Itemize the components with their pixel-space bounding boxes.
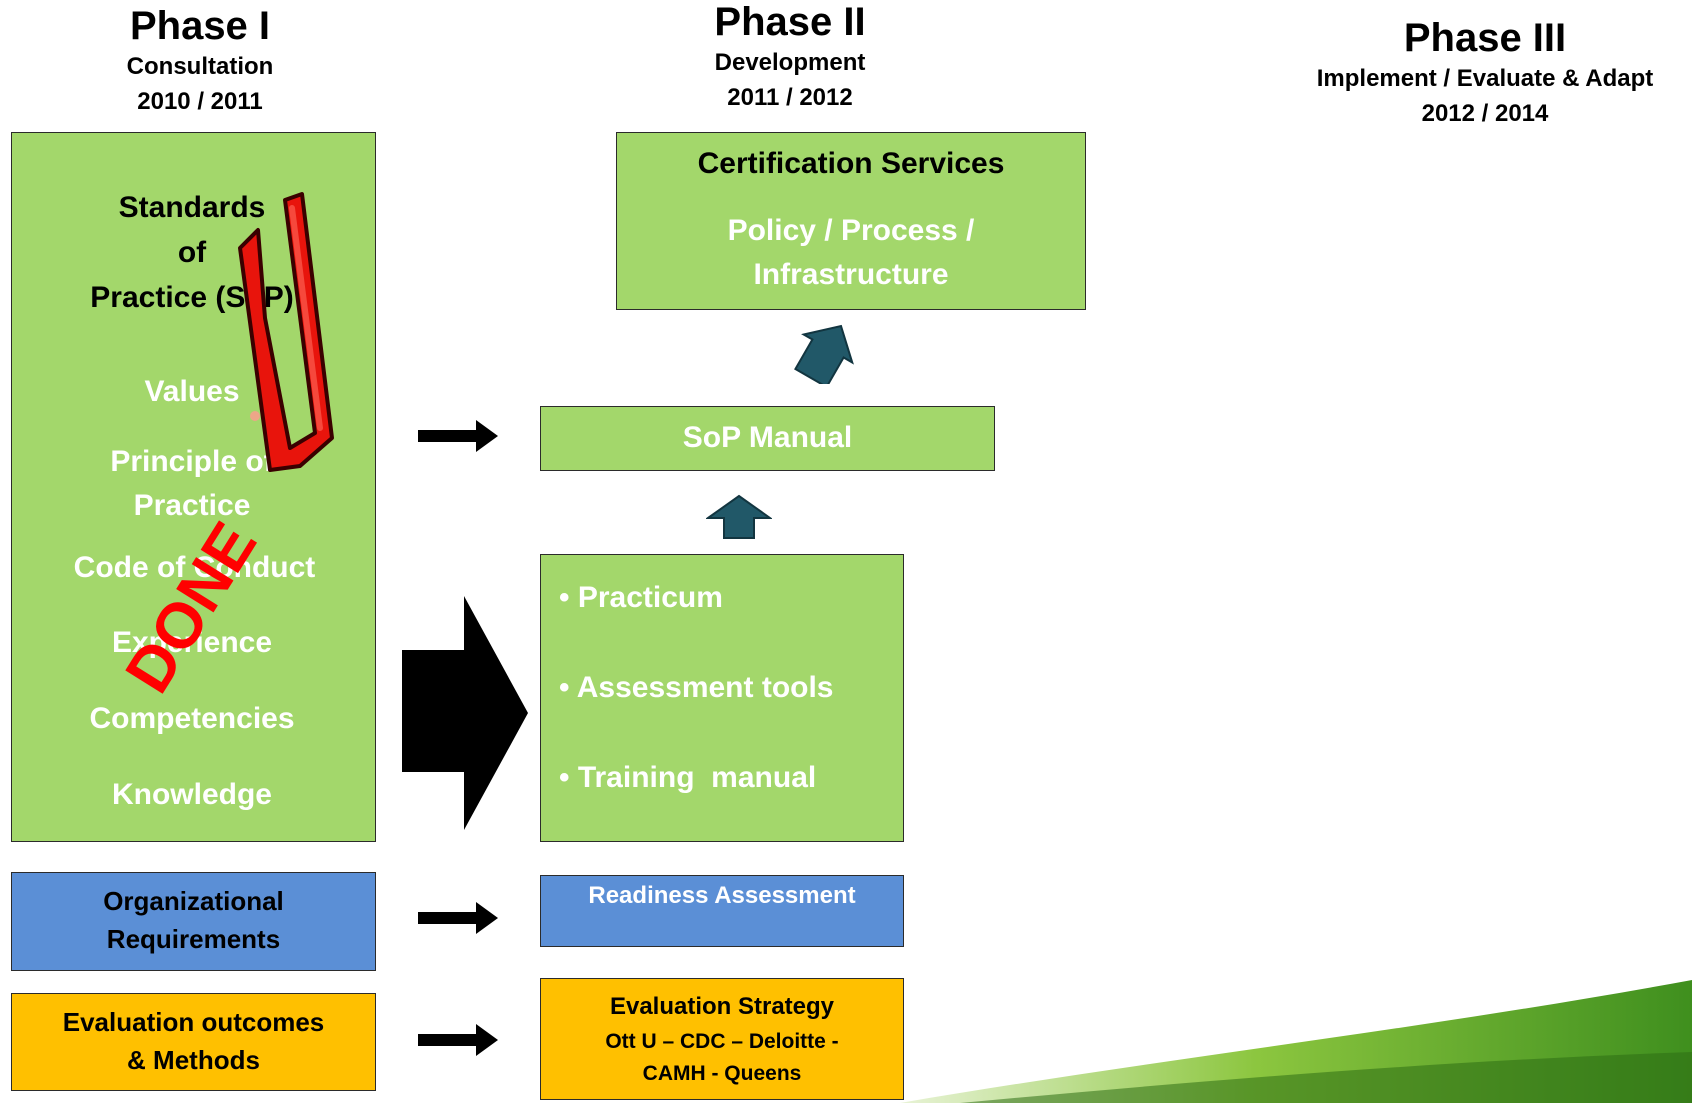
arrow-right-icon-evaluation [418,1024,498,1056]
development-item-training-manual: • Training manual [559,761,817,794]
arrow-up-icon-sop-manual [706,494,772,539]
certification-line-2: Infrastructure [753,258,949,291]
phase-2-subtitle: Development [714,49,866,76]
evaluation-strategy-box: Evaluation Strategy Ott U – CDC – Deloit… [540,978,904,1100]
sop-item-values: Values [144,375,240,408]
arrow-up-icon-certification [794,324,854,384]
eval-outcomes-line-2: & Methods [127,1045,260,1075]
development-items-box: • Practicum • Assessment tools • Trainin… [540,554,904,842]
readiness-assessment-label: Readiness Assessment [588,882,856,909]
done-stamp-text: DONE [111,510,270,705]
phase-1-years: 2010 / 2011 [137,88,263,115]
org-requirements-box: Organizational Requirements [11,872,376,971]
sop-title-line-2: of [177,236,207,269]
phase-3-subtitle: Implement / Evaluate & Adapt [1316,65,1654,92]
phase-1-header: Phase I Consultation 2010 / 2011 [80,4,320,119]
sop-item-experience: Experience [111,626,273,659]
checkmark-icon [238,192,334,472]
sop-item-code-of-conduct: Code of Conduct [73,551,316,584]
org-requirements-line-1: Organizational [103,886,284,916]
phase-2-years: 2011 / 2012 [727,84,853,111]
sop-manual-box: SoP Manual [540,406,995,471]
sop-manual-label: SoP Manual [682,421,853,454]
readiness-assessment-box: Readiness Assessment [540,875,904,947]
phase-3-title: Phase III [1403,16,1567,60]
certification-line-1: Policy / Process / [727,214,975,247]
arrow-right-icon-readiness [418,902,498,934]
org-requirements-line-2: Requirements [106,924,281,954]
sop-item-knowledge: Knowledge [111,778,272,811]
done-stamp: DONE [111,510,270,705]
sop-item-principle: Principle of [110,445,274,478]
phase-3-header: Phase III Implement / Evaluate & Adapt 2… [1290,16,1680,131]
development-item-assessment-tools: • Assessment tools [559,671,834,704]
development-item-practicum: • Practicum [559,581,723,614]
phase-1-subtitle: Consultation [126,53,274,80]
sop-title-line-1: Standards [118,191,266,224]
evaluation-strategy-title: Evaluation Strategy [609,993,835,1020]
arrow-right-icon-sop [418,420,498,452]
phase-2-header: Phase II Development 2011 / 2012 [640,0,940,115]
evaluation-strategy-line-2: CAMH - Queens [642,1062,802,1085]
sop-item-competencies: Competencies [89,702,295,735]
big-arrow-right-icon [402,596,528,830]
phase-3-years: 2012 / 2014 [1421,100,1549,127]
phase-1-title: Phase I [129,4,271,48]
sop-item-practice: Practice [133,489,251,522]
certification-title: Certification Services [697,147,1005,180]
decorative-swoosh [900,980,1692,1103]
eval-outcomes-box: Evaluation outcomes & Methods [11,993,376,1091]
certification-services-box: Certification Services Policy / Process … [616,132,1086,310]
evaluation-strategy-line-1: Ott U – CDC – Deloitte - [605,1030,839,1053]
eval-outcomes-line-1: Evaluation outcomes [62,1007,325,1037]
phase-2-title: Phase II [714,0,866,44]
